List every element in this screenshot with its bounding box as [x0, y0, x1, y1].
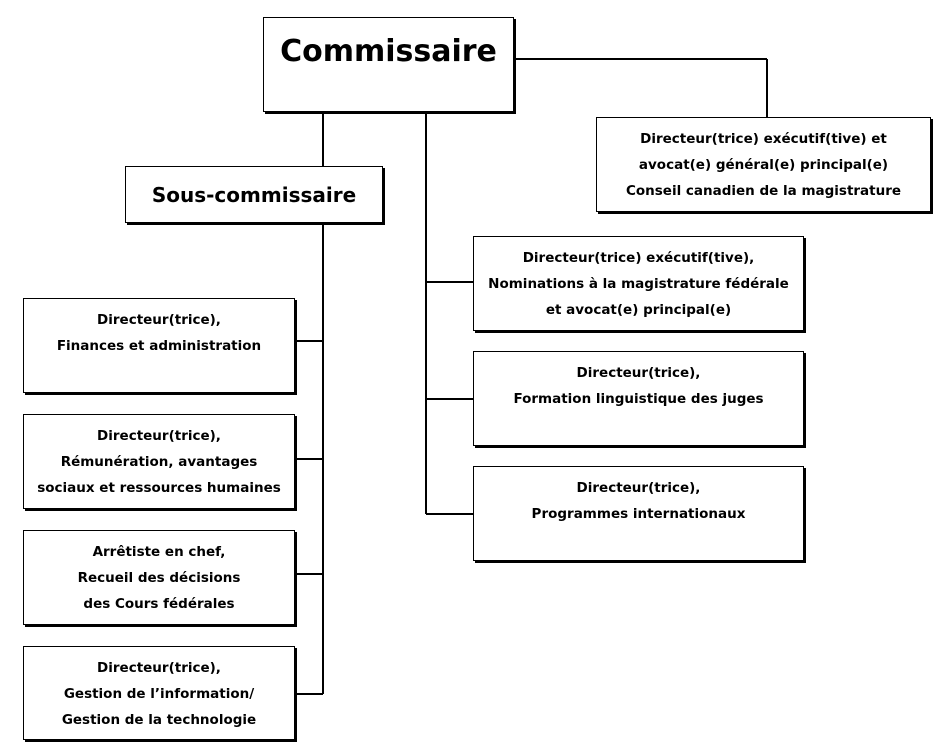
box-line: Directeur(trice) exécutif(tive) et — [640, 130, 887, 147]
box-line: et avocat(e) principal(e) — [545, 302, 732, 318]
programmes-internationaux-box: Directeur(trice), Programmes internation… — [473, 466, 804, 561]
box-line: Programmes internationaux — [531, 506, 746, 522]
box-line: Recueil des décisions — [77, 570, 241, 586]
box-line: Directeur(trice), — [576, 365, 701, 381]
box-line: Gestion de la technologie — [61, 712, 257, 728]
box-line: Directeur(trice), — [97, 660, 221, 676]
finances-administration-box: Directeur(trice), Finances et administra… — [23, 298, 295, 393]
box-line: Finances et administration — [56, 338, 262, 354]
commissaire-title: Commissaire — [280, 34, 497, 69]
box-line: Conseil canadien de la magistrature — [625, 182, 902, 199]
remuneration-rh-box: Directeur(trice), Rémunération, avantage… — [23, 414, 295, 509]
box-line: Directeur(trice), — [97, 428, 221, 444]
box-line: Directeur(trice), — [576, 480, 701, 496]
sous-commissaire-title: Sous-commissaire — [151, 182, 357, 207]
box-line: sociaux et ressources humaines — [37, 480, 281, 496]
commissaire-box: Commissaire — [263, 17, 514, 112]
box-line: avocat(e) général(e) principal(e) — [638, 156, 889, 173]
box-line: Gestion de l’information/ — [63, 686, 255, 702]
sous-commissaire-box: Sous-commissaire — [125, 166, 383, 223]
box-line: Arrêtiste en chef, — [92, 544, 226, 560]
box-line: des Cours fédérales — [83, 596, 235, 612]
box-line: Nominations à la magistrature fédérale — [488, 276, 789, 292]
nominations-magistrature-box: Directeur(trice) exécutif(tive), Nominat… — [473, 236, 804, 331]
gestion-information-technologie-box: Directeur(trice), Gestion de l’informati… — [23, 646, 295, 740]
executive-director-magistrature-box: Directeur(trice) exécutif(tive) et avoca… — [596, 117, 931, 212]
box-line: Directeur(trice), — [97, 312, 221, 328]
formation-linguistique-box: Directeur(trice), Formation linguistique… — [473, 351, 804, 446]
box-line: Directeur(trice) exécutif(tive), — [522, 250, 755, 266]
arretiste-en-chef-box: Arrêtiste en chef, Recueil des décisions… — [23, 530, 295, 625]
box-line: Rémunération, avantages — [60, 454, 258, 470]
box-line: Formation linguistique des juges — [513, 391, 764, 407]
